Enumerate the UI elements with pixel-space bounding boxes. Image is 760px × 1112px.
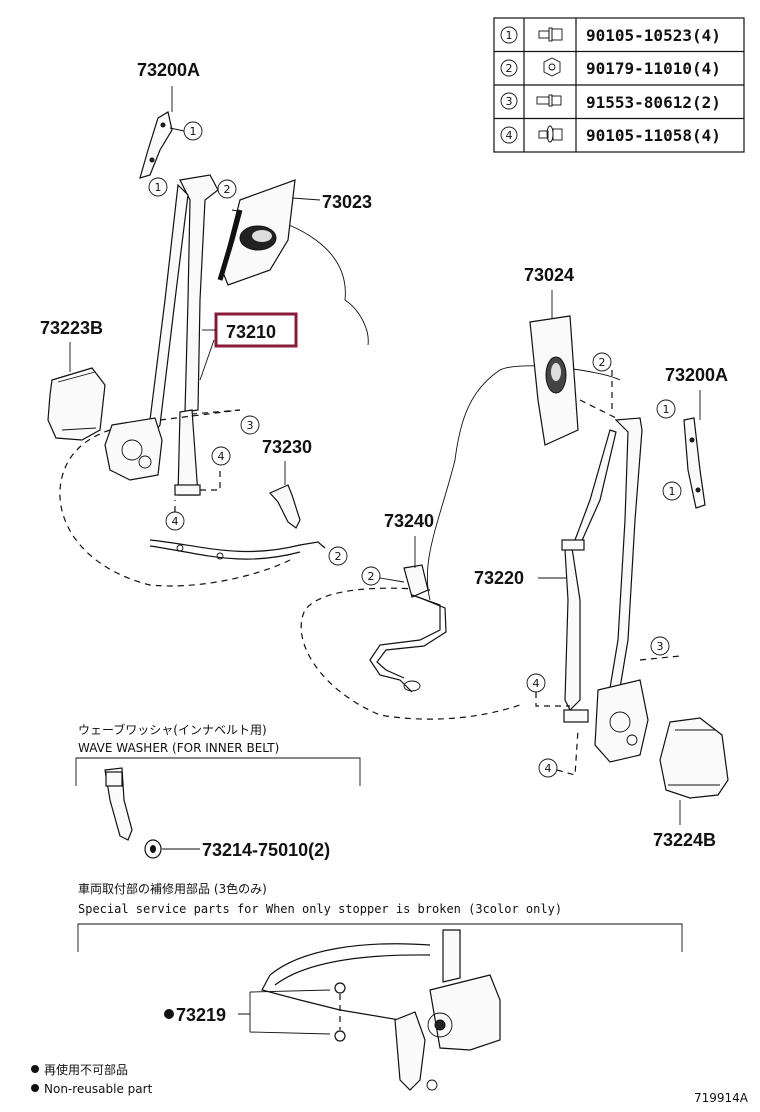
legend-dot bbox=[31, 1065, 39, 1073]
table-row: 2 90179-11010(4) bbox=[500, 57, 721, 78]
pillar-garnish bbox=[217, 179, 296, 286]
callout-2: 2 bbox=[599, 356, 606, 369]
left-seat-outline bbox=[59, 209, 369, 587]
callout-number: 3 bbox=[506, 95, 513, 108]
legend-non-reusable-jp: 再使用不可部品 bbox=[44, 1062, 128, 1077]
callout-1: 1 bbox=[155, 181, 162, 194]
wave-washer-icon bbox=[144, 839, 162, 859]
legend-non-reusable-en: Non-reusable part bbox=[44, 1082, 153, 1096]
non-reusable-marker bbox=[164, 1009, 174, 1019]
part-number: 91553-80612(2) bbox=[586, 93, 721, 112]
callout-3: 3 bbox=[247, 419, 254, 432]
callout-1: 1 bbox=[190, 125, 197, 138]
bolt-washer-icon bbox=[538, 125, 563, 143]
wave-washer-note-en: WAVE WASHER (FOR INNER BELT) bbox=[78, 741, 279, 755]
callout-2: 2 bbox=[224, 183, 231, 196]
wave-washer-bracket bbox=[75, 757, 361, 786]
right-height-adjuster bbox=[683, 417, 706, 509]
part-number: 90105-11058(4) bbox=[586, 126, 721, 145]
callout-2: 2 bbox=[335, 550, 342, 563]
center-buckle bbox=[369, 564, 447, 693]
left-seatbelt-assembly bbox=[104, 174, 219, 496]
left-height-adjuster bbox=[139, 111, 173, 179]
part-label-73200A: 73200A bbox=[665, 365, 728, 385]
callout-3: 3 bbox=[657, 640, 664, 653]
special-parts-note-jp: 車両取付部の補修用部品 (3色のみ) bbox=[78, 881, 267, 896]
part-number: 90179-11010(4) bbox=[586, 59, 721, 78]
callout-1: 1 bbox=[669, 485, 676, 498]
retractor-cover-left bbox=[47, 367, 106, 441]
table-row: 1 90105-10523(4) bbox=[500, 26, 721, 45]
bolt-flange-icon bbox=[538, 27, 563, 42]
nut-icon bbox=[543, 57, 561, 77]
table-row: 4 90105-11058(4) bbox=[500, 125, 721, 145]
wave-washer-note-jp: ウェーブワッシャ(インナベルト用) bbox=[78, 722, 267, 737]
fastener-table: 1 90105-10523(4) 2 90179-11010(4) 3 bbox=[493, 17, 745, 153]
right-pillar-garnish bbox=[529, 315, 579, 446]
inner-belt-bracket bbox=[104, 767, 133, 841]
retractor-cover-right bbox=[659, 717, 729, 799]
callout-4: 4 bbox=[533, 677, 540, 690]
left-buckle bbox=[149, 484, 326, 560]
part-label-73224B: 73224B bbox=[653, 830, 716, 850]
part-label-73240: 73240 bbox=[384, 511, 434, 531]
part-label-73214: 73214-75010(2) bbox=[202, 840, 330, 860]
callout-number: 4 bbox=[506, 129, 513, 142]
right-seatbelt-assembly bbox=[561, 417, 649, 763]
part-label-73219: 73219 bbox=[176, 1005, 226, 1025]
callout-number: 2 bbox=[506, 62, 513, 75]
part-label-73024: 73024 bbox=[524, 265, 574, 285]
callout-1: 1 bbox=[663, 403, 670, 416]
callout-4: 4 bbox=[218, 450, 225, 463]
callout-4: 4 bbox=[545, 762, 552, 775]
special-parts-note-en: Special service parts for When only stop… bbox=[78, 902, 562, 916]
callout-number: 1 bbox=[506, 29, 513, 42]
part-label-73220: 73220 bbox=[474, 568, 524, 588]
callout-4: 4 bbox=[172, 515, 179, 528]
callout-2: 2 bbox=[368, 570, 375, 583]
special-belt-assembly bbox=[261, 929, 501, 1091]
legend-dot bbox=[31, 1084, 39, 1092]
table-row: 3 91553-80612(2) bbox=[500, 92, 721, 112]
bolt-icon bbox=[536, 94, 562, 107]
special-parts-bracket bbox=[77, 923, 683, 952]
part-number: 90105-10523(4) bbox=[586, 26, 721, 45]
part-label-73210: 73210 bbox=[226, 322, 276, 342]
part-label-73200A: 73200A bbox=[137, 60, 200, 80]
figure-id: 719914A bbox=[694, 1091, 749, 1105]
part-label-73023: 73023 bbox=[322, 192, 372, 212]
part-label-73223B: 73223B bbox=[40, 318, 103, 338]
part-label-73230: 73230 bbox=[262, 437, 312, 457]
